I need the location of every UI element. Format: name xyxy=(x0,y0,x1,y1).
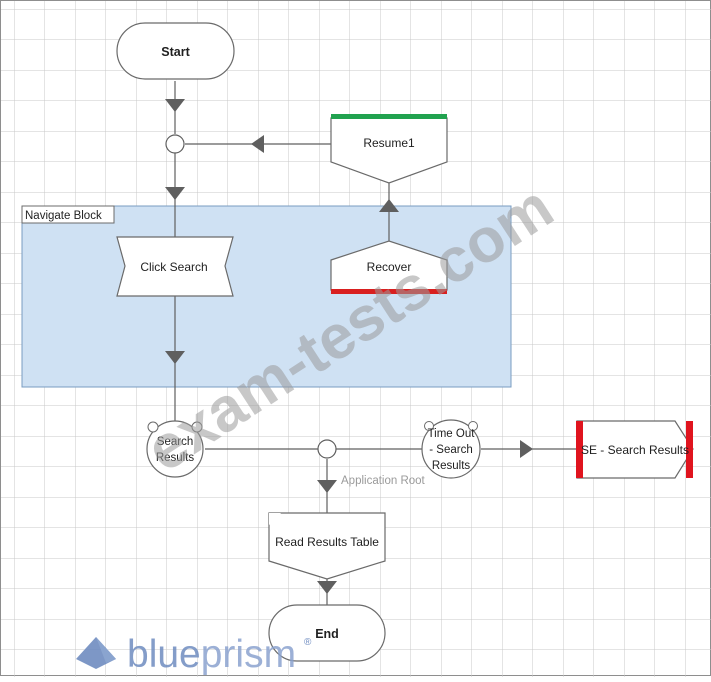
anchor-bottom[interactable] xyxy=(317,439,337,459)
arrow-right-icon xyxy=(520,440,533,458)
arrow-left-icon xyxy=(251,135,264,153)
exception-label: SE - Search Results xyxy=(581,443,689,457)
arrow-down-icon xyxy=(317,480,337,493)
arrow-down-icon xyxy=(165,187,185,200)
anchor-top[interactable] xyxy=(165,134,185,154)
application-root-label: Application Root xyxy=(341,475,426,487)
recover-stage[interactable]: Recover xyxy=(330,240,448,294)
arrow-heads xyxy=(165,99,533,594)
start-stage[interactable]: Start xyxy=(116,22,235,80)
exception-stage[interactable]: SE - Search Results xyxy=(576,420,694,479)
exception-red-bar-left xyxy=(576,421,583,478)
svg-text:blueprism: blueprism xyxy=(127,633,296,676)
click-search-stage[interactable]: Click Search xyxy=(116,236,234,297)
timeout-knob-right xyxy=(468,421,478,431)
read-results-table-stage[interactable]: Read Results Table xyxy=(268,512,386,580)
arrow-up-icon xyxy=(379,199,399,212)
arrow-down-icon xyxy=(165,99,185,112)
navigate-block[interactable]: Navigate Block xyxy=(21,205,512,388)
read-stage-left-notch xyxy=(269,513,281,525)
recover-label: Recover xyxy=(367,260,412,274)
recover-red-bar xyxy=(331,289,447,294)
wait-knob-right xyxy=(191,421,203,433)
read-results-table-label: Read Results Table xyxy=(275,535,379,549)
logo-prism: prism xyxy=(201,633,296,676)
blueprism-logo: blueprism ® xyxy=(76,633,312,676)
end-stage[interactable]: End xyxy=(268,604,386,662)
start-label: Start xyxy=(161,45,190,59)
logo-registered: ® xyxy=(304,637,312,648)
logo-blue: blue xyxy=(127,633,201,676)
arrow-down-icon xyxy=(317,581,337,594)
click-search-label: Click Search xyxy=(140,260,207,274)
navigate-block-label: Navigate Block xyxy=(25,210,102,222)
wait-knob-left xyxy=(147,421,159,433)
exception-red-bar-right xyxy=(686,421,693,478)
resume-green-bar xyxy=(331,114,447,119)
arrow-down-icon xyxy=(165,351,185,364)
timeout-knob-left xyxy=(424,421,434,431)
end-label: End xyxy=(315,627,339,641)
resume-stage[interactable]: Resume1 xyxy=(330,114,448,184)
resume-label: Resume1 xyxy=(363,136,415,150)
